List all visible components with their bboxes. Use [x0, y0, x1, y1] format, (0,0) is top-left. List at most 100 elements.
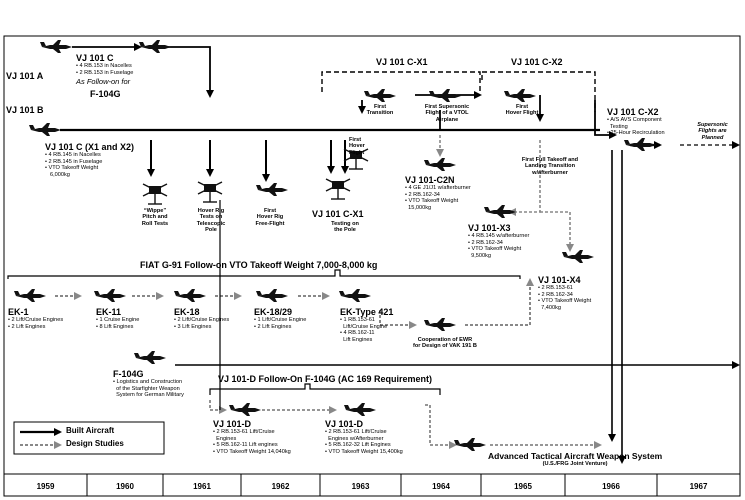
- x3-line-2: • 2 RB.162-34: [468, 239, 503, 246]
- aircraft-vj101c-icon-2: [139, 40, 171, 53]
- aircraft-vj101d-1-icon: [229, 403, 261, 416]
- year-1962: 1962: [271, 482, 290, 491]
- atws-subtitle: (U.S./FRG Joint Venture): [542, 460, 608, 467]
- legend-design-label: Design Studies: [66, 439, 124, 448]
- c2n-lines: • 4 GE J1/J1 w/afterburner • 2 RB.162-34…: [405, 185, 471, 211]
- vj101d-bracket: [209, 383, 441, 395]
- x4-lines: • 2 RB.153-61 • 2 RB.162-34 • VTO Takeof…: [538, 285, 591, 311]
- cx1-pole-icon: [325, 178, 351, 200]
- c2n-line-3: • VTO Takeoff Weight: [405, 198, 459, 205]
- aircraft-ek421-icon: [339, 289, 371, 302]
- ek1-block: EK-1 • 2 Lift/Cruise Engines• 2 Lift Eng…: [8, 307, 64, 330]
- vj101c-x12-line-2: • 2 RB.145 in Fuselage: [45, 158, 103, 165]
- d2-title: VJ 101-D: [325, 419, 364, 429]
- d1-line-2: Engines: [213, 435, 237, 442]
- d2-line-1: • 2 RB.153-61 Lift/Cruise: [325, 429, 387, 436]
- aircraft-ek18-icon: [174, 289, 206, 302]
- c2n-line-1: • 4 GE J1/J1 w/afterburner: [405, 185, 471, 192]
- legend-built-label: Built Aircraft: [66, 426, 115, 435]
- cx2-right-title: VJ 101 C-X2: [607, 107, 659, 117]
- aircraft-ek1-icon: [14, 289, 46, 302]
- year-1964: 1964: [432, 482, 450, 491]
- ek1829-block: EK-18/29 • 1 Lift/Cruise Engine• 2 Lift …: [254, 307, 306, 330]
- vj101b-label: VJ 101 B: [6, 105, 44, 115]
- ek1829-line-2: • 2 Lift Engines: [254, 323, 292, 330]
- vj101d-title: VJ 101-D Follow-On F-104G (AC 169 Requir…: [218, 374, 433, 384]
- atws-title: Advanced Tactical Aircraft Weapon System: [488, 451, 663, 461]
- aircraft-c2n-icon: [424, 158, 456, 171]
- built-path-top: [72, 43, 214, 98]
- x4-line-1: • 2 RB.153-61: [538, 285, 573, 292]
- d2-block: VJ 101-D • 2 RB.153-61 Lift/Cruise Engin…: [325, 419, 403, 455]
- cx-brackets: [321, 71, 596, 112]
- cx2-header: VJ 101 C-X2: [511, 57, 563, 67]
- ek421-line-3: • 4 RB.162-11: [340, 330, 375, 337]
- ek11-title: EK-11: [96, 307, 122, 317]
- c2n-line-2: • 2 RB.162-34: [405, 191, 440, 198]
- year-1959: 1959: [36, 482, 55, 491]
- aircraft-cx2-icon: [504, 89, 536, 102]
- first-supersonic-label: First Supersonic Flight of a VTOL Airpla…: [424, 104, 470, 123]
- f104g-top-label: F-104G: [90, 89, 121, 100]
- f104g-lower-line-3: System for German Military: [113, 392, 184, 399]
- f104g-lower-line-1: • Logistics and Construction: [113, 379, 183, 386]
- vj101c-x12-block: VJ 101 C (X1 and X2) • 4 RB.145 in Nacel…: [45, 142, 134, 178]
- c2n-block: VJ 101-C2N • 4 GE J1/J1 w/afterburner • …: [405, 175, 471, 211]
- followon-label: As Follow-on for: [76, 77, 131, 87]
- d1-line-4: • VTO Takeoff Weight 14,040kg: [213, 448, 291, 455]
- d1-block: VJ 101-D • 2 RB.153-61 Lift/Cruise Engin…: [213, 419, 291, 455]
- ek1-line-1: • 2 Lift/Cruise Engines: [8, 317, 64, 324]
- x4-title: VJ 101-X4: [538, 275, 581, 285]
- x3-line-1: • 4 RB.145 w/afterburner: [468, 233, 530, 240]
- ek18-title: EK-18: [174, 307, 200, 317]
- hover-rig-icon: [197, 181, 223, 203]
- ek11-line-2: • 8 Lift Engines: [96, 323, 134, 330]
- x3-line-3: • VTO Takeoff Weight: [468, 246, 522, 253]
- d2-line-4: • VTO Takeoff Weight 15,400kg: [325, 448, 403, 455]
- first-full-takeoff-label: First Full Takeoff and Landing Transitio…: [521, 157, 579, 176]
- ek1829-title: EK-18/29: [254, 307, 293, 317]
- aircraft-vj101c-x1x2-icon: [29, 123, 61, 136]
- d1-line-3: • 5 RB.162-11 Lift engines: [213, 442, 278, 449]
- vj101c-lines: • 4 RB.153 in Nacelles • 2 RB.153 in Fus…: [76, 63, 133, 76]
- aircraft-f104g-icon: [134, 351, 166, 364]
- legend-box: [13, 421, 165, 455]
- d1-title: VJ 101-D: [213, 419, 252, 429]
- year-1963: 1963: [351, 482, 370, 491]
- first-hover-flight-cx2-label: First Hover Flight: [505, 104, 539, 117]
- x4-block: VJ 101-X4 • 2 RB.153-61 • 2 RB.162-34 • …: [538, 275, 591, 311]
- ek18-block: EK-18 • 2 Lift/Cruise Engines• 3 Lift En…: [174, 307, 229, 330]
- ek421-title: EK-Type 421: [340, 307, 394, 317]
- aircraft-vj101c-icon: [40, 40, 72, 53]
- cx2-right-line-3: • 25-Hour Recirculation: [607, 130, 665, 137]
- supersonic-planned-label: Supersonic Flights are Planned: [697, 122, 728, 141]
- rig-drops: [147, 140, 349, 182]
- aircraft-vak191-icon: [424, 318, 456, 331]
- diagram-frame: [3, 35, 741, 497]
- c2n-title: VJ 101-C2N: [405, 175, 455, 185]
- long-verticals: [608, 150, 626, 464]
- vj101c-x12-line-3: • VTO Takeoff Weight: [45, 165, 99, 172]
- x3-block: VJ 101-X3 • 4 RB.145 w/afterburner • 2 R…: [468, 223, 530, 259]
- year-1967: 1967: [689, 482, 708, 491]
- year-1965: 1965: [514, 482, 532, 491]
- year-1961: 1961: [193, 482, 211, 491]
- vj101c-x12-lines: • 4 RB.145 in Nacelles • 2 RB.145 in Fus…: [45, 152, 134, 178]
- vj101c-title: VJ 101 C: [76, 53, 114, 63]
- f104g-lower-block: F-104G • Logistics and Construction of t…: [113, 369, 184, 399]
- ewr-label: Cooperation of EWR for Design of VAK 191…: [413, 337, 477, 350]
- fiat-title: FIAT G-91 Follow-on VTO Takeoff Weight 7…: [140, 260, 378, 270]
- fiat-bracket: [7, 269, 521, 279]
- ek-study-line: [55, 278, 534, 329]
- aircraft-vj101d-2-icon: [344, 403, 376, 416]
- aircraft-cx1-icon: [364, 89, 396, 102]
- aircraft-atws-icon: [454, 438, 486, 451]
- f104g-lower-title: F-104G: [113, 369, 144, 379]
- ek421-line-4: Lift Engines: [340, 336, 373, 343]
- x3-line-4: 9,500kg: [468, 252, 492, 259]
- ek11-block: EK-11 • 1 Cruise Engine• 8 Lift Engines: [96, 307, 139, 330]
- aircraft-x3-icon: [484, 205, 516, 218]
- x4-line-4: 7,400kg: [538, 304, 562, 311]
- year-1960: 1960: [116, 482, 134, 491]
